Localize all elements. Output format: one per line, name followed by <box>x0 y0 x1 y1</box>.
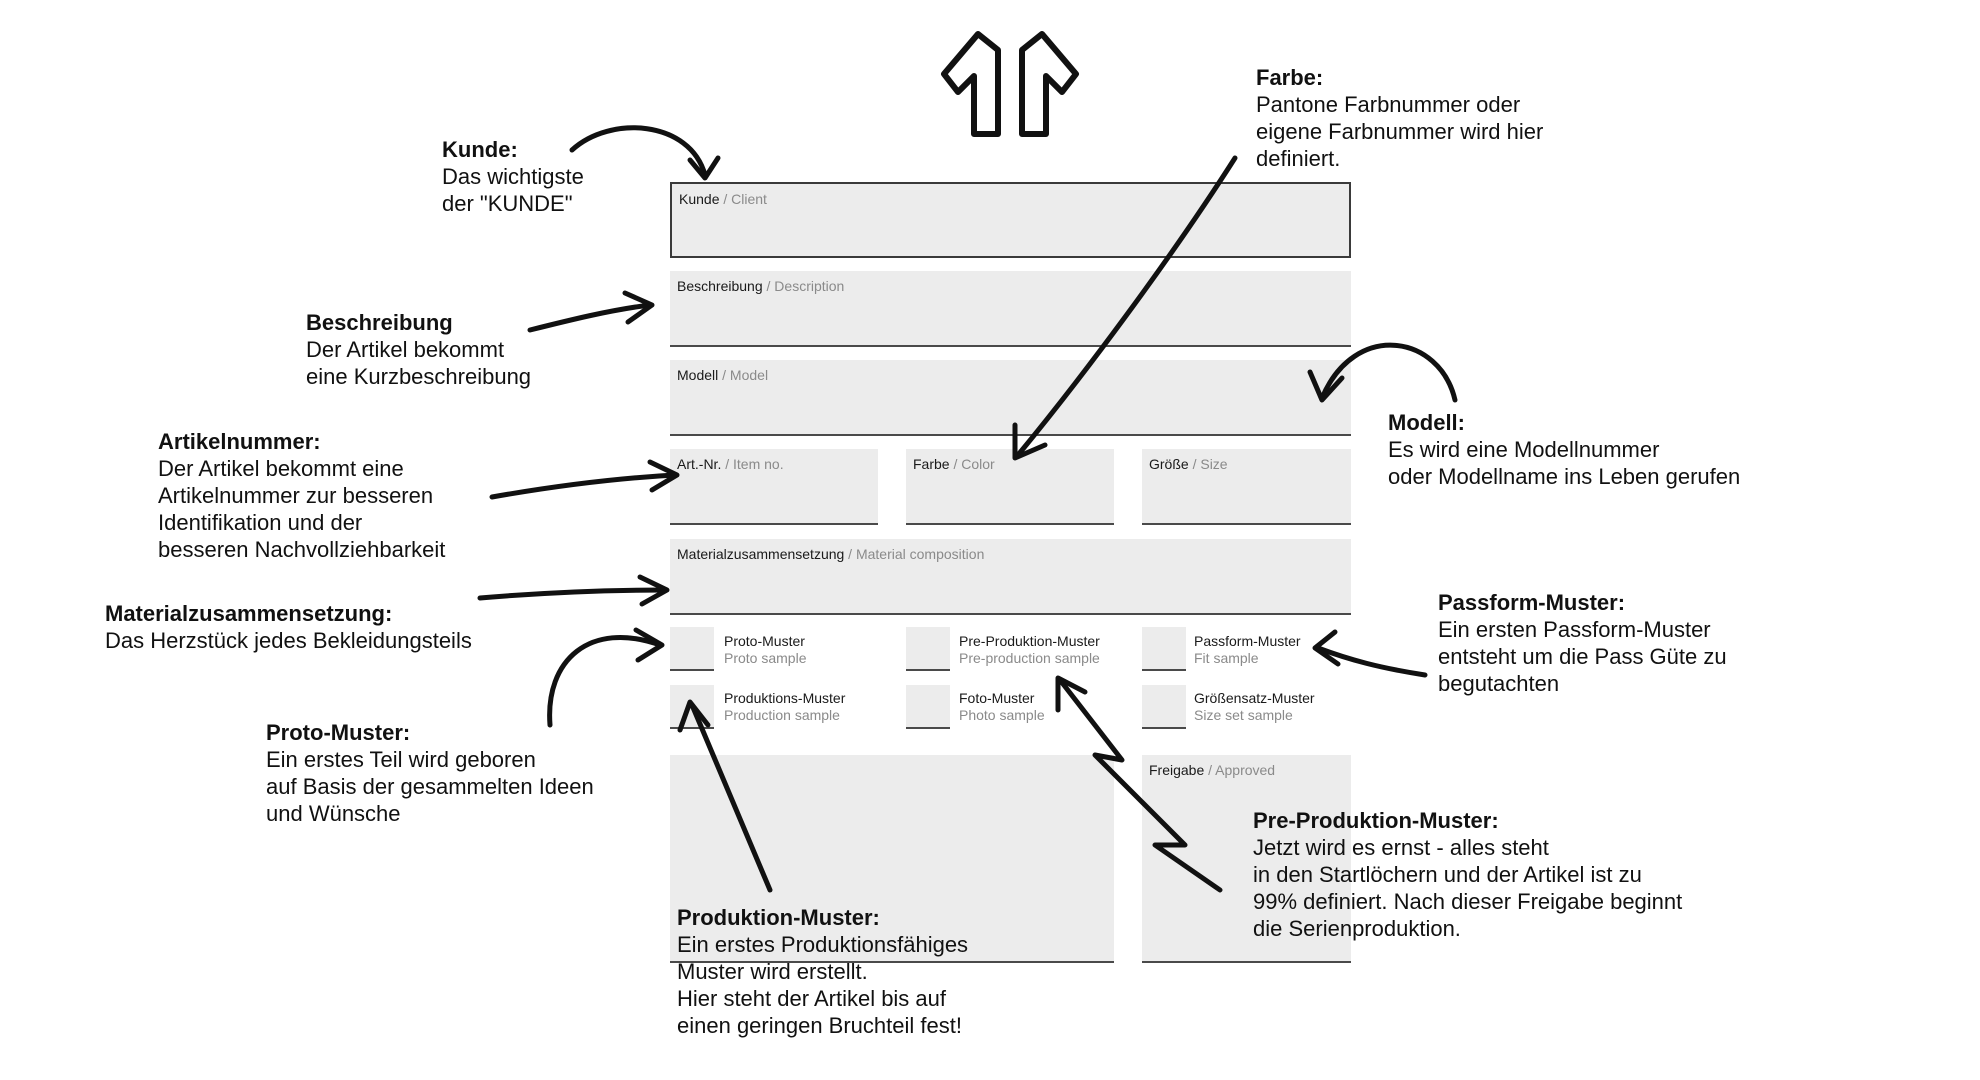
note-proto: Proto-Muster:Ein erstes Teil wird gebore… <box>266 720 594 826</box>
arrow-produktion <box>689 702 773 893</box>
field-label: Größe / Size <box>1149 456 1228 472</box>
checkbox-foto-muster[interactable] <box>906 685 950 729</box>
arrow-material <box>477 587 668 601</box>
arrow-proto <box>547 634 663 728</box>
note-produktion: Produktion-Muster:Ein erstes Produktions… <box>677 905 969 1038</box>
field-label: Kunde / Client <box>679 191 767 207</box>
field-material[interactable]: Materialzusammensetzung / Material compo… <box>670 539 1351 615</box>
note-preproduktion: Pre-Produktion-Muster:Jetzt wird es erns… <box>1253 808 1683 941</box>
field-label: Farbe / Color <box>913 456 995 472</box>
arrow-farbe <box>1015 155 1238 458</box>
field-modell[interactable]: Modell / Model <box>670 360 1351 436</box>
checkbox-groessensatz-muster[interactable] <box>1142 685 1186 729</box>
field-groesse[interactable]: Größe / Size <box>1142 449 1351 525</box>
arrow-preproduktion <box>1057 677 1223 893</box>
field-label: Beschreibung / Description <box>677 278 845 294</box>
checkbox-pre-produktion-muster[interactable] <box>906 627 950 671</box>
arrow-modell <box>1319 342 1458 403</box>
note-passform: Passform-Muster:Ein ersten Passform-Must… <box>1438 590 1727 696</box>
field-beschreibung[interactable]: Beschreibung / Description <box>670 271 1351 347</box>
arrow-beschreibung <box>527 302 653 333</box>
field-artnr[interactable]: Art.-Nr. / Item no. <box>670 449 878 525</box>
arrow-passform <box>1315 645 1428 678</box>
arrow-kunde <box>569 125 708 178</box>
tshirt-arrow-logo-icon <box>941 31 1079 137</box>
field-label: Art.-Nr. / Item no. <box>677 456 784 472</box>
field-label: Materialzusammensetzung / Material compo… <box>677 546 985 562</box>
field-label: Modell / Model <box>677 367 769 383</box>
checkbox-passform-muster[interactable] <box>1142 627 1186 671</box>
field-notes-area[interactable] <box>670 755 1114 963</box>
checkbox-proto-muster[interactable] <box>670 627 714 671</box>
field-farbe[interactable]: Farbe / Color <box>906 449 1114 525</box>
arrow-artikelnummer <box>489 472 678 500</box>
field-kunde[interactable]: Kunde / Client <box>670 182 1351 258</box>
field-label: Freigabe / Approved <box>1149 762 1276 778</box>
note-material: Materialzusammensetzung:Das Herzstück je… <box>105 601 472 653</box>
